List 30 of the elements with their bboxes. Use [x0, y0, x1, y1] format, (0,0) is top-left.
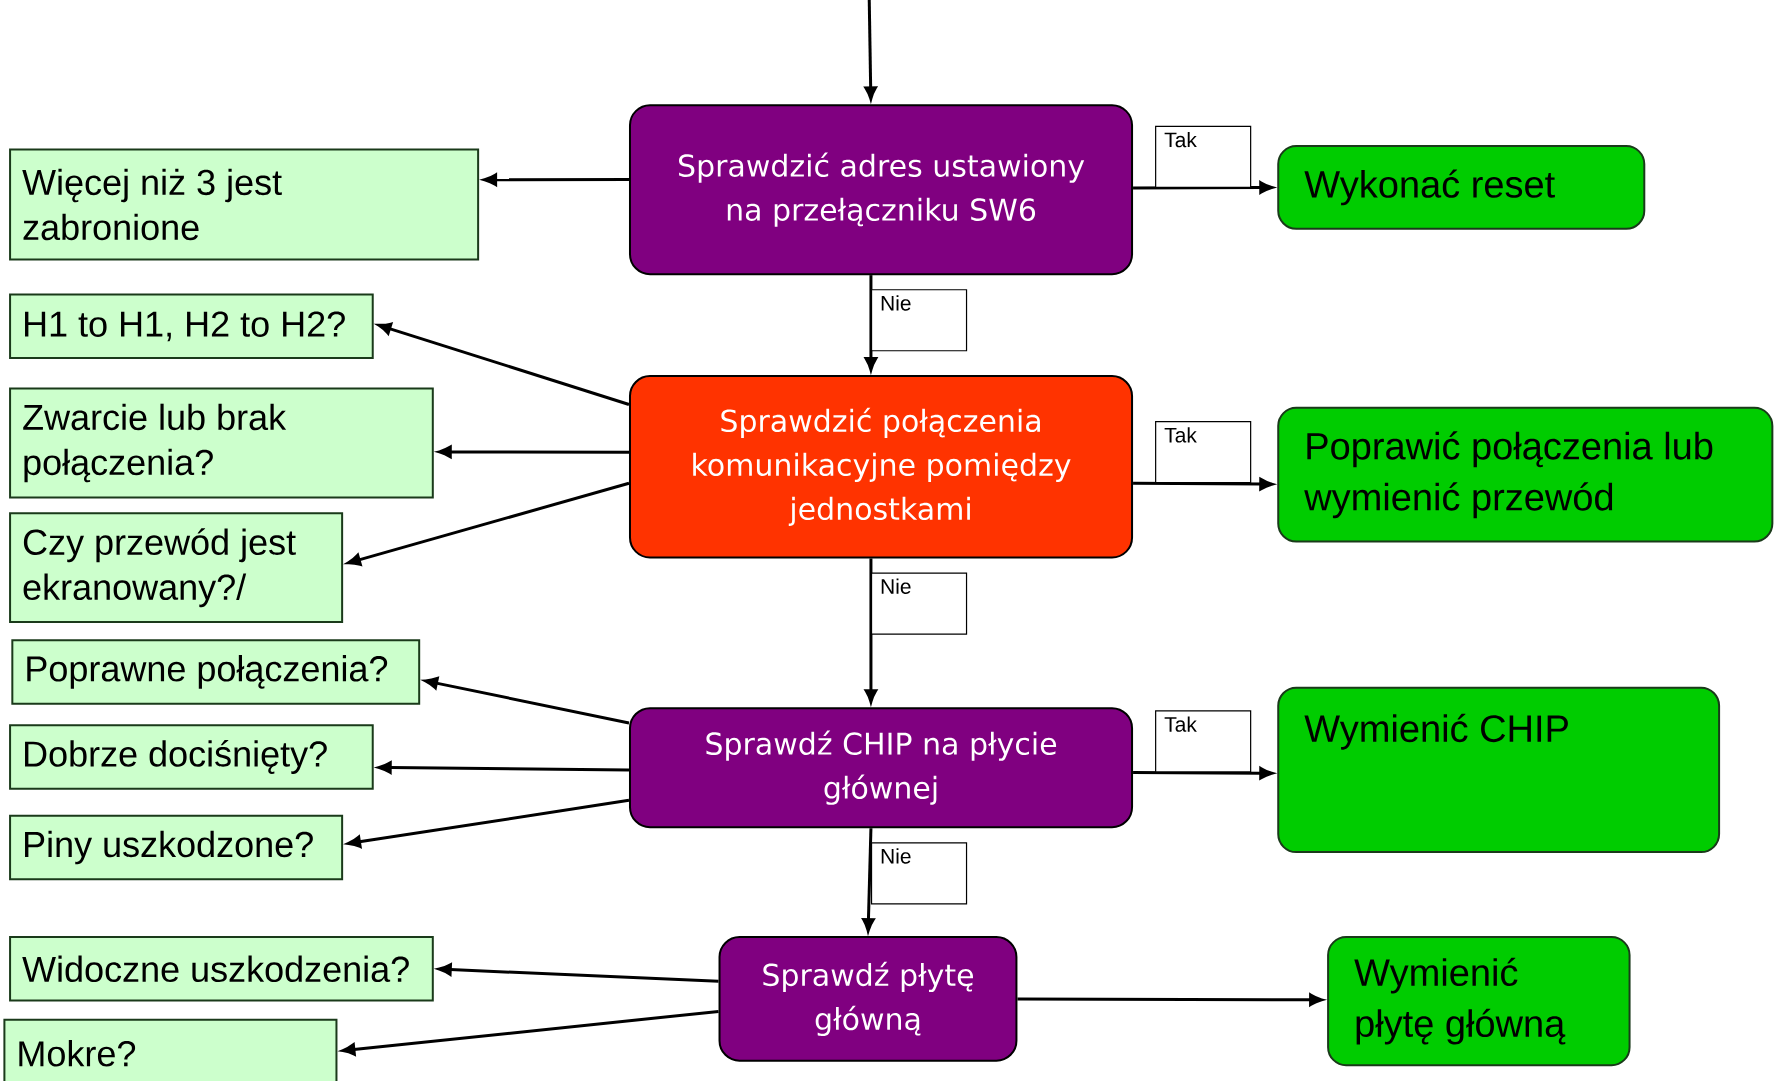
edge-label: Tak	[1155, 421, 1252, 484]
question-box: Widoczne uszkodzenia?	[9, 936, 434, 1002]
process-box: Sprawdzić adres ustawiony na przełączniku SW6	[629, 104, 1134, 276]
question-box: Poprawne połączenia?	[11, 639, 421, 705]
question-box: Piny uszkodzone?	[9, 814, 344, 881]
action-box: Poprawić połączenia lub wymienić przewód	[1277, 406, 1774, 543]
edge-label: Nie	[870, 289, 968, 352]
action-box: Wymienić płytę główną	[1327, 936, 1631, 1067]
action-box: Wykonać reset	[1277, 145, 1646, 230]
arrow	[437, 963, 719, 983]
arrow	[437, 445, 629, 459]
arrow	[377, 322, 630, 406]
edge-label: Tak	[1155, 125, 1252, 188]
edge-label: Nie	[870, 842, 968, 905]
edge-label: Nie	[870, 572, 968, 635]
question-box: Zwarcie lub brak połączenia?	[9, 387, 434, 499]
question-box: H1 to H1, H2 to H2?	[9, 293, 374, 359]
action-box: Wymienić CHIP	[1277, 686, 1721, 854]
question-box: Dobrze dociśnięty?	[9, 724, 374, 790]
question-box: Czy przewód jest ekranowany?/	[9, 512, 344, 624]
question-box: Więcej niż 3 jest zabronione	[9, 148, 480, 261]
arrow	[864, 0, 877, 101]
edge-label: Tak	[1155, 710, 1252, 773]
arrow	[1133, 766, 1274, 780]
process-box: Sprawdź CHIP na płycie głównej	[629, 707, 1134, 829]
process-box: Sprawdź płytę główną	[718, 936, 1018, 1062]
arrow	[1133, 477, 1274, 491]
process-box: Sprawdzić połączenia komunikacyjne pomiędzy jednostkami	[629, 375, 1134, 559]
question-box: Mokre?	[3, 1018, 338, 1081]
arrow	[864, 558, 878, 704]
